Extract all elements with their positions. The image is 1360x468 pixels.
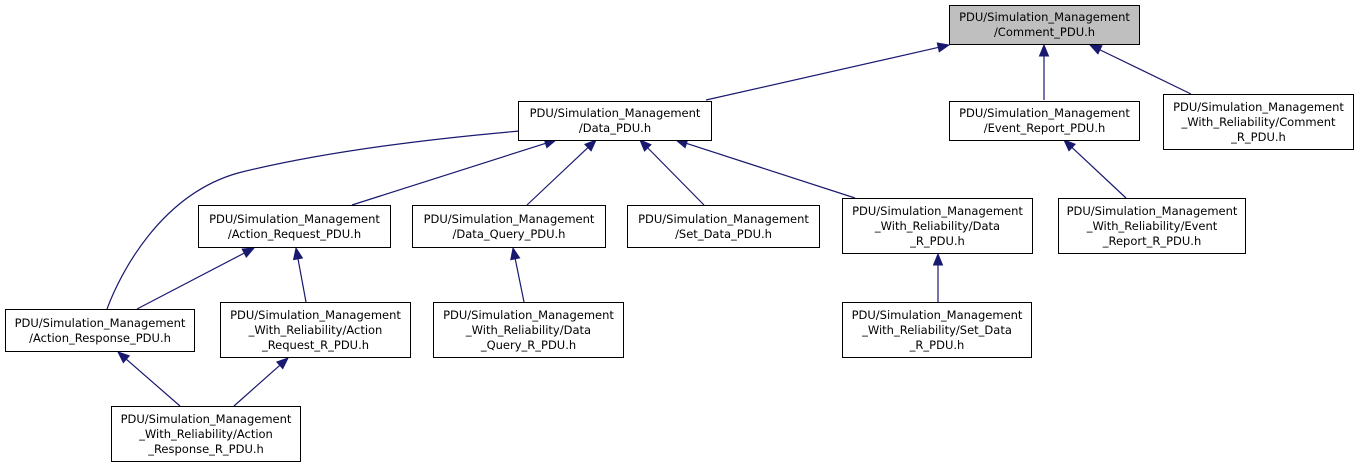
node-line: /Data_PDU.h [578,121,652,135]
node-line: PDU/Simulation_Management [959,106,1130,120]
node-line: PDU/Simulation_Management [1173,99,1344,114]
edge-line [514,257,525,303]
node-line: PDU/Simulation_Management [638,211,809,226]
edge-line [297,257,307,303]
node-line: _With_Reliability/Event [1086,218,1218,233]
edge-comment-r-to-comment [1088,44,1192,95]
node-line: /Action_Request_PDU.h [227,226,362,241]
edge-line [125,358,181,407]
edge-arrowhead [1088,44,1103,55]
edge-line [646,146,705,206]
node-line: /Event_Report_PDU.h [983,121,1106,135]
node-line: PDU/Simulation_Management [120,411,292,426]
edge-line [1070,146,1127,199]
node-line: PDU/Simulation_Management [209,211,380,226]
node-line: _With_Reliability/Data [874,218,1001,233]
edge-action-request-to-data [351,138,558,206]
node-line: _Response_R_PDU.h [148,441,264,456]
node-line: _R_PDU.h [909,337,965,352]
node-event-report-pdu[interactable]: PDU/Simulation_Management /Event_Report_… [949,101,1140,141]
edge-arrowhead [936,42,951,53]
edge-line [136,252,246,310]
node-line: _Query_R_PDU.h [480,337,577,352]
node-line: _R_PDU.h [1231,129,1286,144]
edge-arrowhead [510,246,521,261]
node-data-r-pdu[interactable]: PDU/Simulation_Management _With_Reliabil… [842,198,1033,254]
node-data-pdu[interactable]: PDU/Simulation_Management /Data_PDU.h [518,101,712,141]
node-data-query-r-pdu[interactable]: PDU/Simulation_Management _With_Reliabil… [433,302,624,358]
edge-data-r-to-data [674,138,856,199]
node-line: PDU/Simulation_Management [959,10,1130,24]
edge-line [526,146,590,206]
edge-arrowhead [241,247,256,258]
node-action-response-r-pdu[interactable]: PDU/Simulation_Management _With_Reliabil… [111,406,301,462]
node-line: _R_PDU.h [910,233,965,248]
node-action-request-pdu[interactable]: PDU/Simulation_Management /Action_Reques… [198,205,391,248]
node-line: /Comment_PDU.h [993,25,1096,39]
edge-line [1098,48,1192,95]
edge-arrowhead [584,139,597,152]
node-line: PDU/Simulation_Management [529,106,701,120]
node-line: _With_Reliability/Data [465,322,592,337]
edge-arrowhead [1038,43,1050,57]
edge-line [106,130,521,310]
edge-data-to-comment [705,42,951,101]
node-line: PDU/Simulation_Management [443,307,614,322]
edge-line [233,364,281,407]
edge-action-request-r-to-action-request [292,246,307,303]
node-line: _Report_R_PDU.h [1102,233,1202,248]
edge-arrowhead [932,252,944,266]
node-action-request-r-pdu[interactable]: PDU/Simulation_Management _With_Reliabil… [220,302,411,358]
edge-arrowhead [1063,139,1076,152]
edge-data-query-to-data [526,139,597,206]
node-data-query-pdu[interactable]: PDU/Simulation_Management /Data_Query_PD… [412,205,606,248]
node-comment-r-pdu[interactable]: PDU/Simulation_Management _With_Reliabil… [1163,94,1354,150]
node-line: /Action_Response_PDU.h [29,330,171,345]
node-line: PDU/Simulation_Management [851,307,1023,322]
edge-arrowhead [639,139,652,152]
edge-event-report-to-comment [1038,43,1050,100]
node-line: _With_Reliability/Action [248,322,383,337]
node-set-data-pdu[interactable]: PDU/Simulation_Management /Set_Data_PDU.… [627,205,820,248]
node-line: PDU/Simulation_Management [423,211,595,226]
node-line: _With_Reliability/Set_Data [862,322,1012,337]
node-event-report-r-pdu[interactable]: PDU/Simulation_Management _With_Reliabil… [1058,198,1246,254]
edge-action-response-r-to-action-request-r [233,357,289,407]
edge-set-data-r-to-data-r [932,252,944,302]
node-line: PDU/Simulation_Management [1066,203,1238,218]
node-set-data-r-pdu[interactable]: PDU/Simulation_Management _With_Reliabil… [842,302,1032,358]
node-line: /Data_Query_PDU.h [452,226,566,241]
edge-arrowhead [117,351,131,364]
edge-data-query-r-to-data-query [510,246,525,303]
edge-action-response-to-action-request [136,247,256,310]
edge-arrowhead [292,246,304,261]
node-action-response-pdu[interactable]: PDU/Simulation_Management /Action_Respon… [5,309,195,352]
edge-line [705,46,940,101]
edge-action-response-r-to-action-response [117,351,181,407]
node-line: _With_Reliability/Comment [1181,114,1336,129]
node-line: _With_Reliability/Action [139,426,273,441]
edge-set-data-to-data [639,139,705,206]
edge-event-report-r-to-event-report [1063,139,1127,199]
edge-line [351,142,547,206]
node-line: PDU/Simulation_Management [230,307,401,322]
node-line: _Request_R_PDU.h [261,337,370,352]
node-line: PDU/Simulation_Management [852,203,1023,218]
node-comment-pdu: PDU/Simulation_Management /Comment_PDU.h [949,5,1140,45]
node-line: PDU/Simulation_Management [14,315,186,330]
node-line: /Set_Data_PDU.h [675,226,772,241]
edge-arrowhead [275,357,289,370]
edge-line [685,142,856,199]
